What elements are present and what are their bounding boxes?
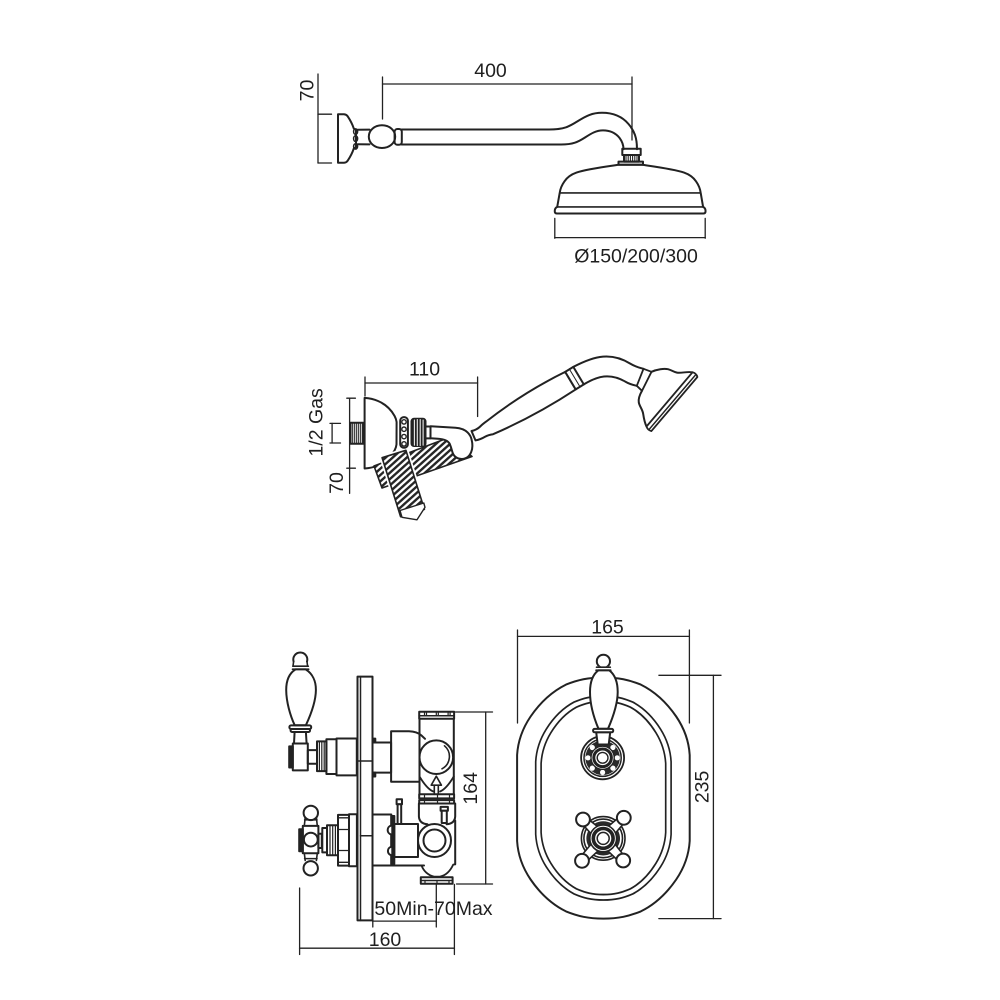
svg-text:110: 110	[409, 359, 440, 381]
svg-text:1/2 Gas: 1/2 Gas	[306, 388, 328, 457]
svg-text:400: 400	[474, 60, 507, 82]
svg-text:160: 160	[369, 929, 402, 951]
svg-text:165: 165	[591, 617, 624, 639]
svg-text:70: 70	[297, 80, 319, 102]
svg-text:235: 235	[692, 770, 714, 803]
svg-text:50Min-70Max: 50Min-70Max	[374, 898, 492, 920]
svg-text:Ø150/200/300: Ø150/200/300	[574, 246, 698, 268]
svg-text:164: 164	[460, 772, 482, 805]
svg-text:70: 70	[326, 472, 348, 494]
